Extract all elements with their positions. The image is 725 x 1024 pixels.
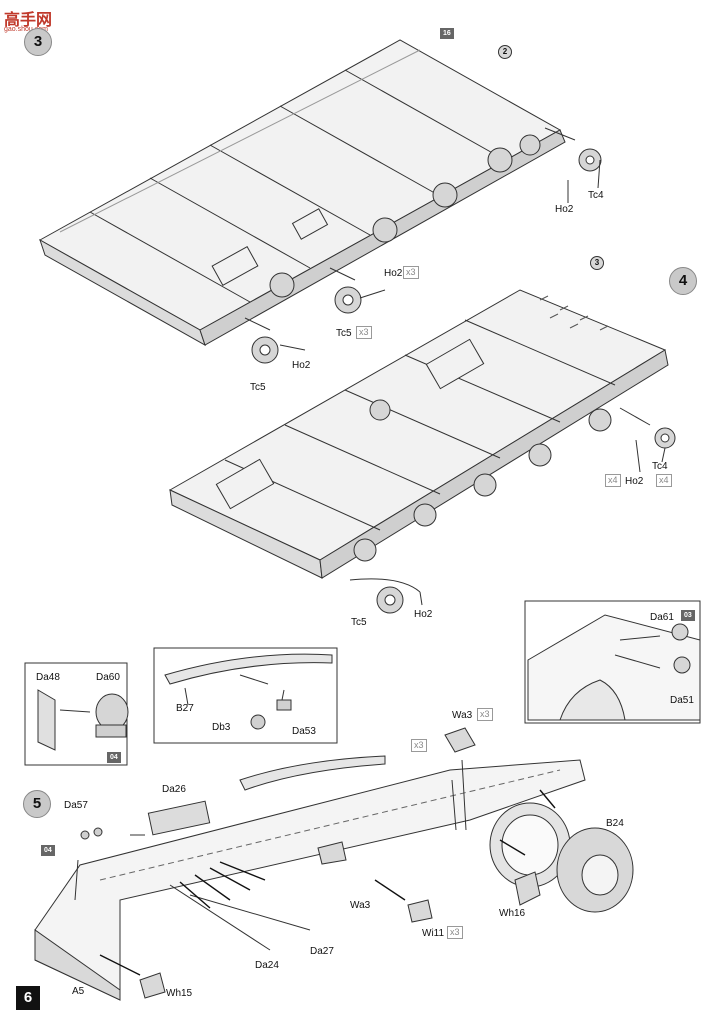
step-number-5: 5 [23,790,51,818]
part-label-da57: Da57 [64,800,88,811]
part-label-da61: Da61 [650,612,674,623]
part-label-wa3: Wa3 [350,900,371,911]
part-label-ho2: Ho2 [625,476,644,487]
part-label-ho2: Ho2 [555,204,574,215]
reference-tag-16: 16 [440,28,454,39]
page-number: 6 [16,986,40,1010]
quantity-x3: x3 [477,708,493,721]
gate-tag-04: 04 [41,845,55,856]
part-label-da27: Da27 [310,946,334,957]
part-label-da48: Da48 [36,672,60,683]
part-label-tc4: Tc4 [652,461,668,472]
quantity-x4: x4 [605,474,621,487]
step3-hubs [251,134,602,364]
part-label-tc5: Tc5 [250,382,266,393]
part-label-da51: Da51 [670,695,694,706]
part-label-tc4: Tc4 [588,190,604,201]
step-number-4: 4 [669,267,697,295]
part-label-da60: Da60 [96,672,120,683]
part-label-a5: A5 [72,986,85,997]
watermark-logo: 高手网 [4,12,53,29]
part-label-db3: Db3 [212,722,231,733]
part-label-da26: Da26 [162,784,186,795]
step-number-3: 3 [24,28,52,56]
part-label-b27: B27 [176,703,194,714]
part-label-wa3: Wa3 [452,710,473,721]
part-label-da53: Da53 [292,726,316,737]
step4-hubs [353,399,676,614]
part-label-ho2: Ho2 [414,609,433,620]
part-label-tc5: Tc5 [336,328,352,339]
chassis-frame-step4 [168,289,669,579]
part-label-wi11: Wi11 [422,928,445,939]
part-label-ho2: Ho2 [384,268,403,279]
part-label-b24: B24 [606,818,624,829]
hull-side-panel [34,727,634,1001]
watermark-url: gao.shou.com [4,26,48,33]
part-label-da24: Da24 [255,960,279,971]
quantity-x4: x4 [656,474,672,487]
quantity-x3: x3 [411,739,427,752]
gate-tag-03: 03 [681,610,695,621]
part-label-ho2: Ho2 [292,360,311,371]
part-label-tc5: Tc5 [351,617,367,628]
quantity-x3: x3 [356,326,372,339]
chassis-frame-step3 [38,39,566,347]
subassembly-ref-2: 2 [498,45,512,59]
subassembly-ref-3: 3 [590,256,604,270]
quantity-x3: x3 [403,266,419,279]
part-label-wh15: Wh15 [166,988,193,999]
quantity-x3: x3 [447,926,463,939]
gate-tag-04: 04 [107,752,121,763]
part-label-wh16: Wh16 [499,908,526,919]
